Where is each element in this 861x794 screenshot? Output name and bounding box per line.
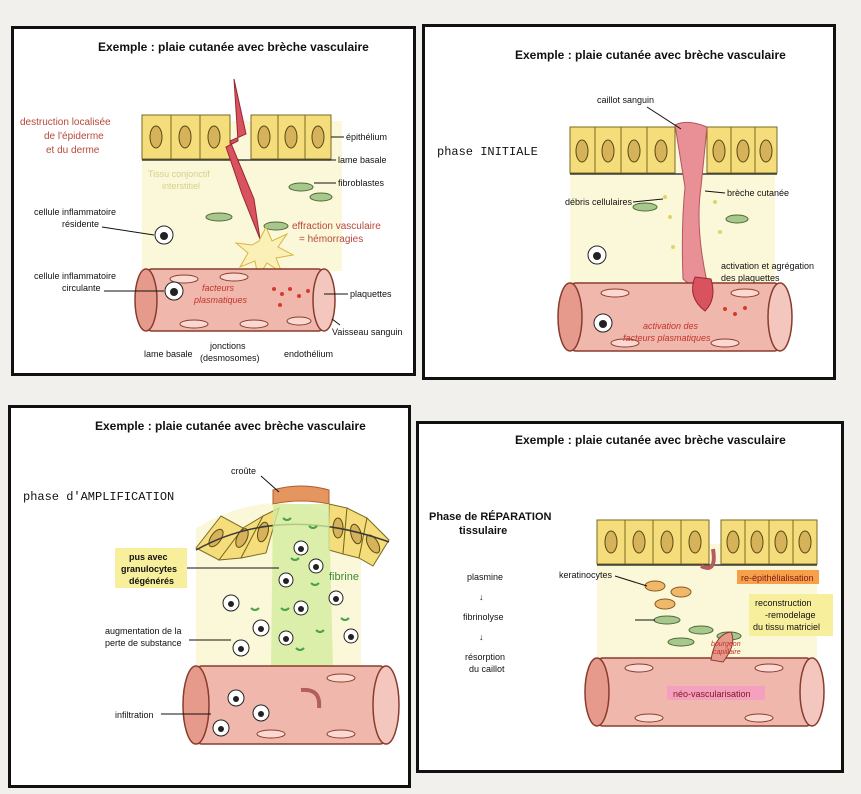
epithelium-right	[720, 519, 818, 565]
reconstruction-label-1: reconstruction	[755, 598, 812, 608]
circulating-cell-label-1: cellule inflammatoire	[34, 271, 116, 281]
reepith-box	[737, 570, 819, 584]
platelets-label: plaquettes	[350, 289, 392, 299]
tissue-label-1: Tissu conjonctif	[148, 169, 210, 179]
clot-label: caillot sanguin	[597, 95, 654, 105]
basal-lamina-bottom-label: lame basale	[144, 349, 193, 359]
effraction-label-1: effraction vasculaire	[292, 221, 381, 232]
panel-title: Exemple : plaie cutanée avec brèche vasc…	[515, 48, 786, 62]
pus-label-2: granulocytes	[121, 564, 177, 574]
clot-plug	[692, 276, 714, 312]
blood-vessel	[134, 268, 336, 332]
crust-label: croûte	[231, 466, 256, 476]
pus-label-1: pus avec	[129, 552, 168, 562]
destruction-label-1: destruction localisée	[20, 117, 111, 128]
epithelium-left	[569, 126, 676, 174]
arrow-down-icon: ↓	[479, 632, 484, 642]
panel-phase-amplification: Exemple : plaie cutanée avec brèche vasc…	[8, 405, 411, 788]
crust	[272, 485, 330, 505]
epithelium-left	[596, 519, 710, 565]
debris-label: débris cellulaires	[565, 197, 633, 207]
pus-label-box	[115, 548, 187, 588]
effraction-label-2: = hémorragies	[299, 234, 363, 245]
cell-debris	[663, 195, 722, 249]
epithelium-label: épithélium	[346, 132, 387, 142]
epithelium-right	[250, 114, 332, 160]
reconstruction-label-3: du tissu matriciel	[753, 622, 820, 632]
tissue-label-2: interstitiel	[162, 181, 200, 191]
resident-cell-label-1: cellule inflammatoire	[34, 207, 116, 217]
arrow-down-icon: ↓	[479, 592, 484, 602]
reconstruction-label-2: -remodelage	[765, 610, 816, 620]
fibrin-zone	[271, 504, 333, 666]
breach-label: brèche cutanée	[727, 188, 789, 198]
panel-phase-initiale: Exemple : plaie cutanée avec brèche vasc…	[422, 24, 836, 380]
epithelium-right	[706, 126, 778, 174]
keratinocytes-label: keratinocytes	[559, 570, 613, 580]
bud-label-2: capillaire	[713, 649, 741, 656]
panel-baseline: Exemple : plaie cutanée avec brèche vasc…	[11, 26, 416, 376]
pus-label-3: dégénérés	[129, 576, 174, 586]
fibrin-label: fibrine	[329, 571, 359, 583]
panel-title: Exemple : plaie cutanée avec brèche vasc…	[98, 40, 369, 54]
factors-label-2: plasmatiques	[193, 295, 248, 305]
phase-label: phase d'AMPLIFICATION	[23, 490, 174, 504]
fibroblasts-label: fibroblastes	[338, 178, 385, 188]
panel-title: Exemple : plaie cutanée avec brèche vasc…	[515, 433, 786, 447]
blood-vessel	[557, 282, 793, 352]
junctions-label-1: jonctions	[209, 341, 246, 351]
resorption-label-2: du caillot	[469, 664, 505, 674]
epithelium-left	[141, 114, 231, 160]
reepith-label: re-épithélialisation	[741, 573, 814, 583]
vascular-breach-burst	[234, 225, 295, 279]
platelet-activation-label-2: des plaquettes	[721, 273, 780, 283]
plasmin-label: plasmine	[467, 572, 503, 582]
factor-activation-label-2: facteurs plasmatiques	[623, 333, 711, 343]
resident-cell-label-2: résidente	[62, 219, 99, 229]
platelet-dots	[272, 287, 310, 307]
infiltration-label: infiltration	[115, 710, 154, 720]
phase-label-1: Phase de RÉPARATION	[429, 510, 552, 523]
substance-loss-label-1: augmentation de la	[105, 626, 182, 636]
destruction-label-2: de l'épiderme	[44, 131, 104, 142]
reconstruction-box	[749, 594, 833, 636]
destruction-label-3: et du derme	[46, 145, 100, 156]
blood-vessel	[182, 665, 400, 745]
resorption-label-1: résorption	[465, 652, 505, 662]
phase-label-2: tissulaire	[459, 525, 507, 537]
endothelium-label: endothélium	[284, 349, 333, 359]
fibrin-strands	[250, 517, 350, 651]
capillary-bud	[710, 631, 734, 663]
factor-activation-label-1: activation des	[643, 321, 699, 331]
panel-title: Exemple : plaie cutanée avec brèche vasc…	[95, 419, 366, 433]
panel-phase-reparation: Exemple : plaie cutanée avec brèche vasc…	[416, 421, 844, 773]
factors-label-1: facteurs	[202, 283, 235, 293]
basal-lamina-top-label: lame basale	[338, 155, 387, 165]
vessel-label: Vaisseau sanguin	[332, 327, 402, 337]
fibroblast-cells	[632, 202, 749, 224]
junctions-label-2: (desmosomes)	[200, 353, 260, 363]
neovasc-box	[667, 686, 765, 700]
bud-label-1: bourgeon	[711, 641, 741, 648]
phase-label: phase INITIALE	[437, 145, 538, 159]
keratinocytes	[644, 580, 692, 610]
circulating-cell-label-2: circulante	[62, 283, 101, 293]
fibroblast-cells	[205, 182, 333, 231]
fibrinolysis-label: fibrinolyse	[463, 612, 504, 622]
platelet-activation-label-1: activation et agrégation	[721, 261, 814, 271]
neovasc-label: néo-vascularisation	[673, 689, 751, 699]
reepith-arrow	[700, 548, 716, 570]
infiltration-arrow	[300, 687, 322, 709]
substance-loss-label-2: perte de substance	[105, 638, 182, 648]
